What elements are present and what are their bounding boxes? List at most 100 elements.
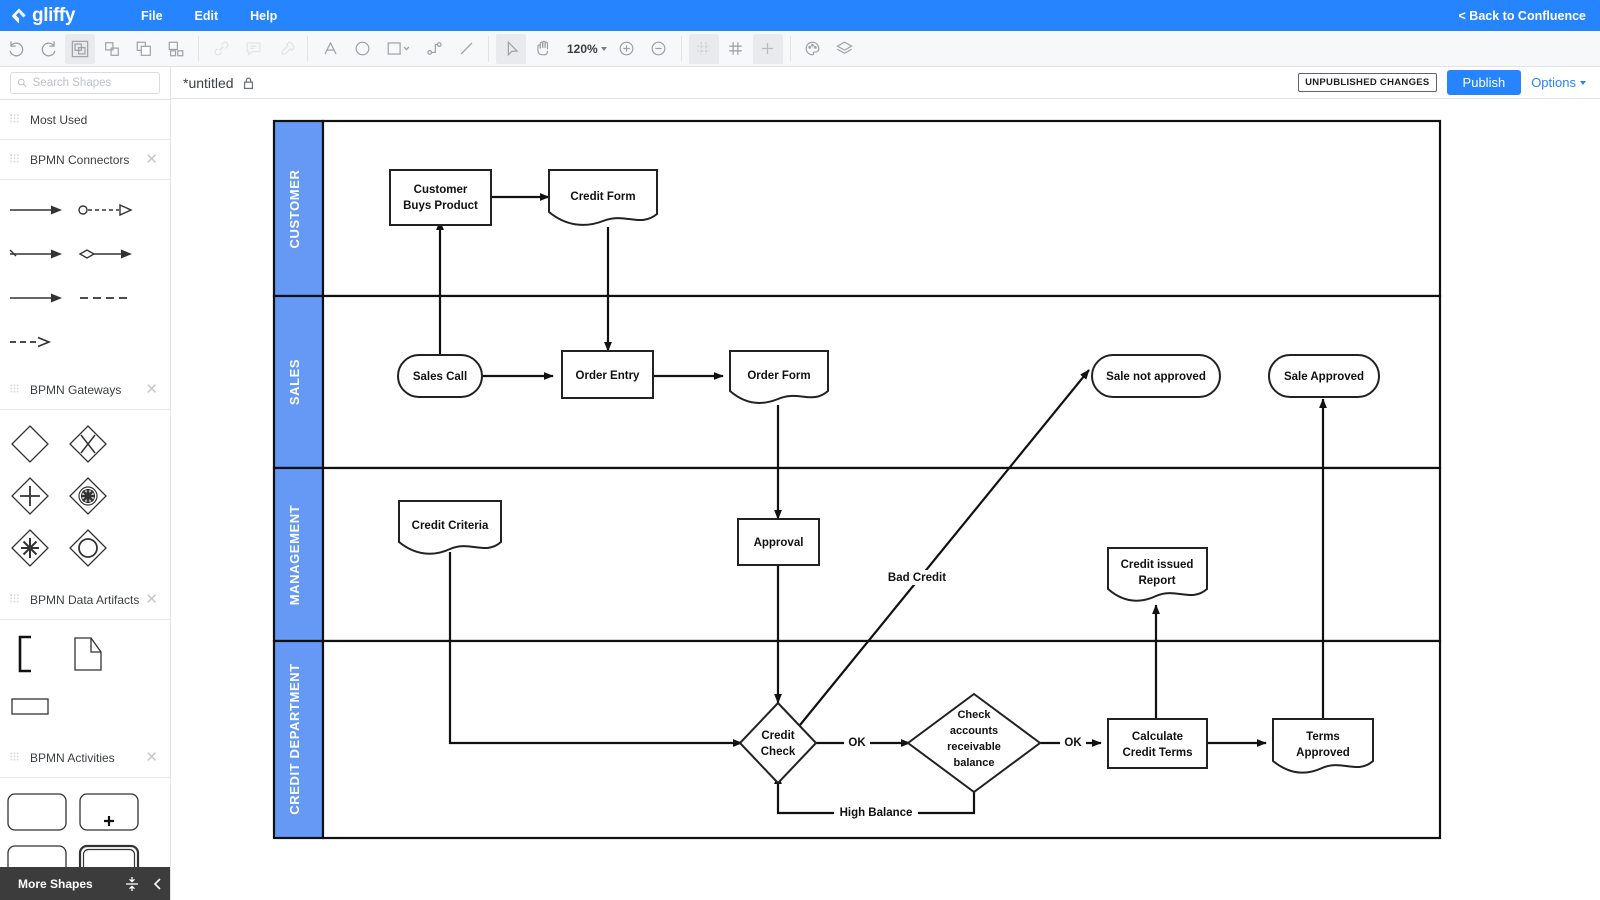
node-credit-form[interactable]: Credit Form: [548, 169, 658, 226]
pointer-icon[interactable]: [496, 33, 526, 64]
node-label-line1: Calculate: [1132, 731, 1183, 743]
link-icon[interactable]: [206, 34, 236, 64]
palette-icon[interactable]: [798, 34, 828, 64]
section-bpmn-data-artifacts[interactable]: BPMN Data Artifacts ✕: [0, 580, 170, 620]
section-bpmn-activities[interactable]: BPMN Activities ✕: [0, 738, 170, 778]
edge-creditcheck-to-salenotapproved: [799, 369, 1090, 726]
undo-icon[interactable]: [1, 34, 31, 64]
brand-text: gliffy: [32, 5, 75, 26]
shape-connector-dashed-line[interactable]: [72, 276, 140, 320]
snap-icon[interactable]: [752, 33, 783, 64]
close-icon[interactable]: ✕: [145, 151, 158, 168]
zoom-out-icon[interactable]: [644, 34, 674, 64]
layers-icon[interactable]: [830, 34, 860, 64]
close-icon[interactable]: ✕: [145, 381, 158, 398]
guides-icon[interactable]: [688, 33, 719, 64]
grid-icon[interactable]: [721, 34, 751, 64]
hand-icon[interactable]: [528, 34, 558, 64]
shape-gateway-exclusive-x[interactable]: [60, 418, 116, 470]
document-title[interactable]: *untitled: [183, 74, 234, 91]
comment-icon[interactable]: [238, 34, 268, 64]
node-calculate-credit-terms[interactable]: Calculate Credit Terms: [1107, 718, 1208, 769]
toolbar-group-history: [0, 31, 192, 67]
toolbar-divider-4: [680, 35, 682, 62]
search-input[interactable]: [32, 77, 153, 89]
redo-icon[interactable]: [33, 34, 63, 64]
shape-connector-solid-arrow[interactable]: [2, 188, 70, 232]
node-approval[interactable]: Approval: [737, 518, 820, 566]
zoom-level-value: 120%: [567, 41, 598, 56]
node-sale-approved[interactable]: Sale Approved: [1268, 354, 1380, 398]
shape-gateway-event-based[interactable]: [60, 470, 116, 522]
group-icon[interactable]: [65, 33, 95, 64]
shape-connector-association-diamond[interactable]: [72, 232, 140, 276]
back-to-confluence-link[interactable]: < Back to Confluence: [1458, 8, 1586, 23]
send-back-icon[interactable]: [161, 34, 191, 64]
elbow-connector-icon[interactable]: [419, 34, 449, 64]
node-terms-approved[interactable]: Terms Approved: [1272, 718, 1374, 774]
lock-icon[interactable]: [242, 76, 255, 90]
diagram-canvas[interactable]: CUSTOMER SALES MANAGEMENT CREDIT DEPARTM…: [171, 99, 1600, 900]
toolbar-divider-3: [488, 35, 489, 62]
shape-gateway-exclusive-plain[interactable]: [2, 418, 58, 470]
options-dropdown[interactable]: Options: [1531, 75, 1586, 90]
node-sale-not-approved[interactable]: Sale not approved: [1091, 354, 1221, 398]
bring-front-icon[interactable]: [129, 34, 159, 64]
edge-label-bad-credit: Bad Credit: [888, 572, 946, 584]
section-bpmn-gateways[interactable]: BPMN Gateways ✕: [0, 370, 170, 410]
node-credit-issued-report[interactable]: Credit issued Report: [1107, 547, 1208, 602]
section-title: BPMN Gateways: [30, 382, 122, 397]
search-box[interactable]: [10, 72, 160, 94]
chevron-left-icon[interactable]: [145, 877, 170, 891]
toolbar-group-grid: [688, 31, 784, 67]
node-order-form[interactable]: Order Form: [729, 350, 829, 404]
gliffy-logo[interactable]: gliffy: [10, 6, 75, 25]
shape-connector-default-flow[interactable]: [2, 232, 70, 276]
ungroup-icon[interactable]: [97, 34, 127, 64]
section-bpmn-connectors[interactable]: BPMN Connectors ✕: [0, 140, 170, 180]
expand-collapse-icon[interactable]: [119, 876, 145, 892]
close-icon[interactable]: ✕: [145, 591, 158, 608]
shape-gateway-complex[interactable]: [2, 522, 58, 574]
node-customer-buys-product[interactable]: Customer Buys Product: [389, 169, 492, 226]
ellipse-icon[interactable]: [347, 34, 377, 64]
shape-subprocess-collapsed[interactable]: [74, 786, 144, 838]
menu-help[interactable]: Help: [250, 8, 278, 23]
swimlane-management[interactable]: MANAGEMENT: [272, 466, 1442, 643]
shape-grid-gateways: [0, 410, 170, 580]
shape-group-bracket[interactable]: [2, 628, 58, 680]
shape-gateway-inclusive[interactable]: [60, 522, 116, 574]
shape-connector-sequence-flow[interactable]: [2, 276, 70, 320]
section-most-used[interactable]: Most Used: [0, 100, 170, 140]
line-icon[interactable]: [451, 34, 481, 64]
more-shapes-bar[interactable]: More Shapes: [0, 867, 170, 900]
shape-task[interactable]: [2, 786, 72, 838]
shape-grid-connectors: [0, 180, 170, 370]
more-shapes-label: More Shapes: [18, 876, 93, 891]
shape-connector-dashed-arrow[interactable]: [2, 320, 70, 364]
shape-connector-message[interactable]: [72, 188, 140, 232]
node-credit-check[interactable]: Credit Check: [738, 701, 818, 785]
search-row: [0, 67, 170, 100]
close-icon[interactable]: ✕: [145, 749, 158, 766]
node-order-entry[interactable]: Order Entry: [561, 350, 654, 399]
node-sales-call[interactable]: Sales Call: [397, 354, 483, 398]
shape-data-object[interactable]: [60, 628, 116, 680]
menu-edit[interactable]: Edit: [194, 8, 219, 23]
node-check-ar-balance[interactable]: Check accounts receivable balance: [906, 692, 1042, 794]
shape-gateway-parallel[interactable]: [2, 470, 58, 522]
text-icon[interactable]: [315, 34, 345, 64]
eyedropper-icon[interactable]: [270, 34, 300, 64]
edge-criteria-to-creditcheck: [448, 552, 743, 747]
shape-data-annotation-rect[interactable]: [2, 680, 58, 732]
lane-label-customer: CUSTOMER: [287, 170, 302, 249]
menu-file[interactable]: File: [141, 8, 163, 23]
swimlane-sales[interactable]: SALES: [272, 294, 1442, 470]
node-credit-criteria[interactable]: Credit Criteria: [398, 500, 502, 555]
publish-button[interactable]: Publish: [1446, 70, 1522, 95]
swimlane-customer[interactable]: CUSTOMER: [272, 119, 1442, 298]
zoom-level-dropdown[interactable]: 120%: [567, 42, 607, 56]
rectangle-icon[interactable]: [379, 34, 417, 64]
toolbar-group-annotate: [205, 31, 301, 67]
zoom-in-icon[interactable]: [612, 34, 642, 64]
